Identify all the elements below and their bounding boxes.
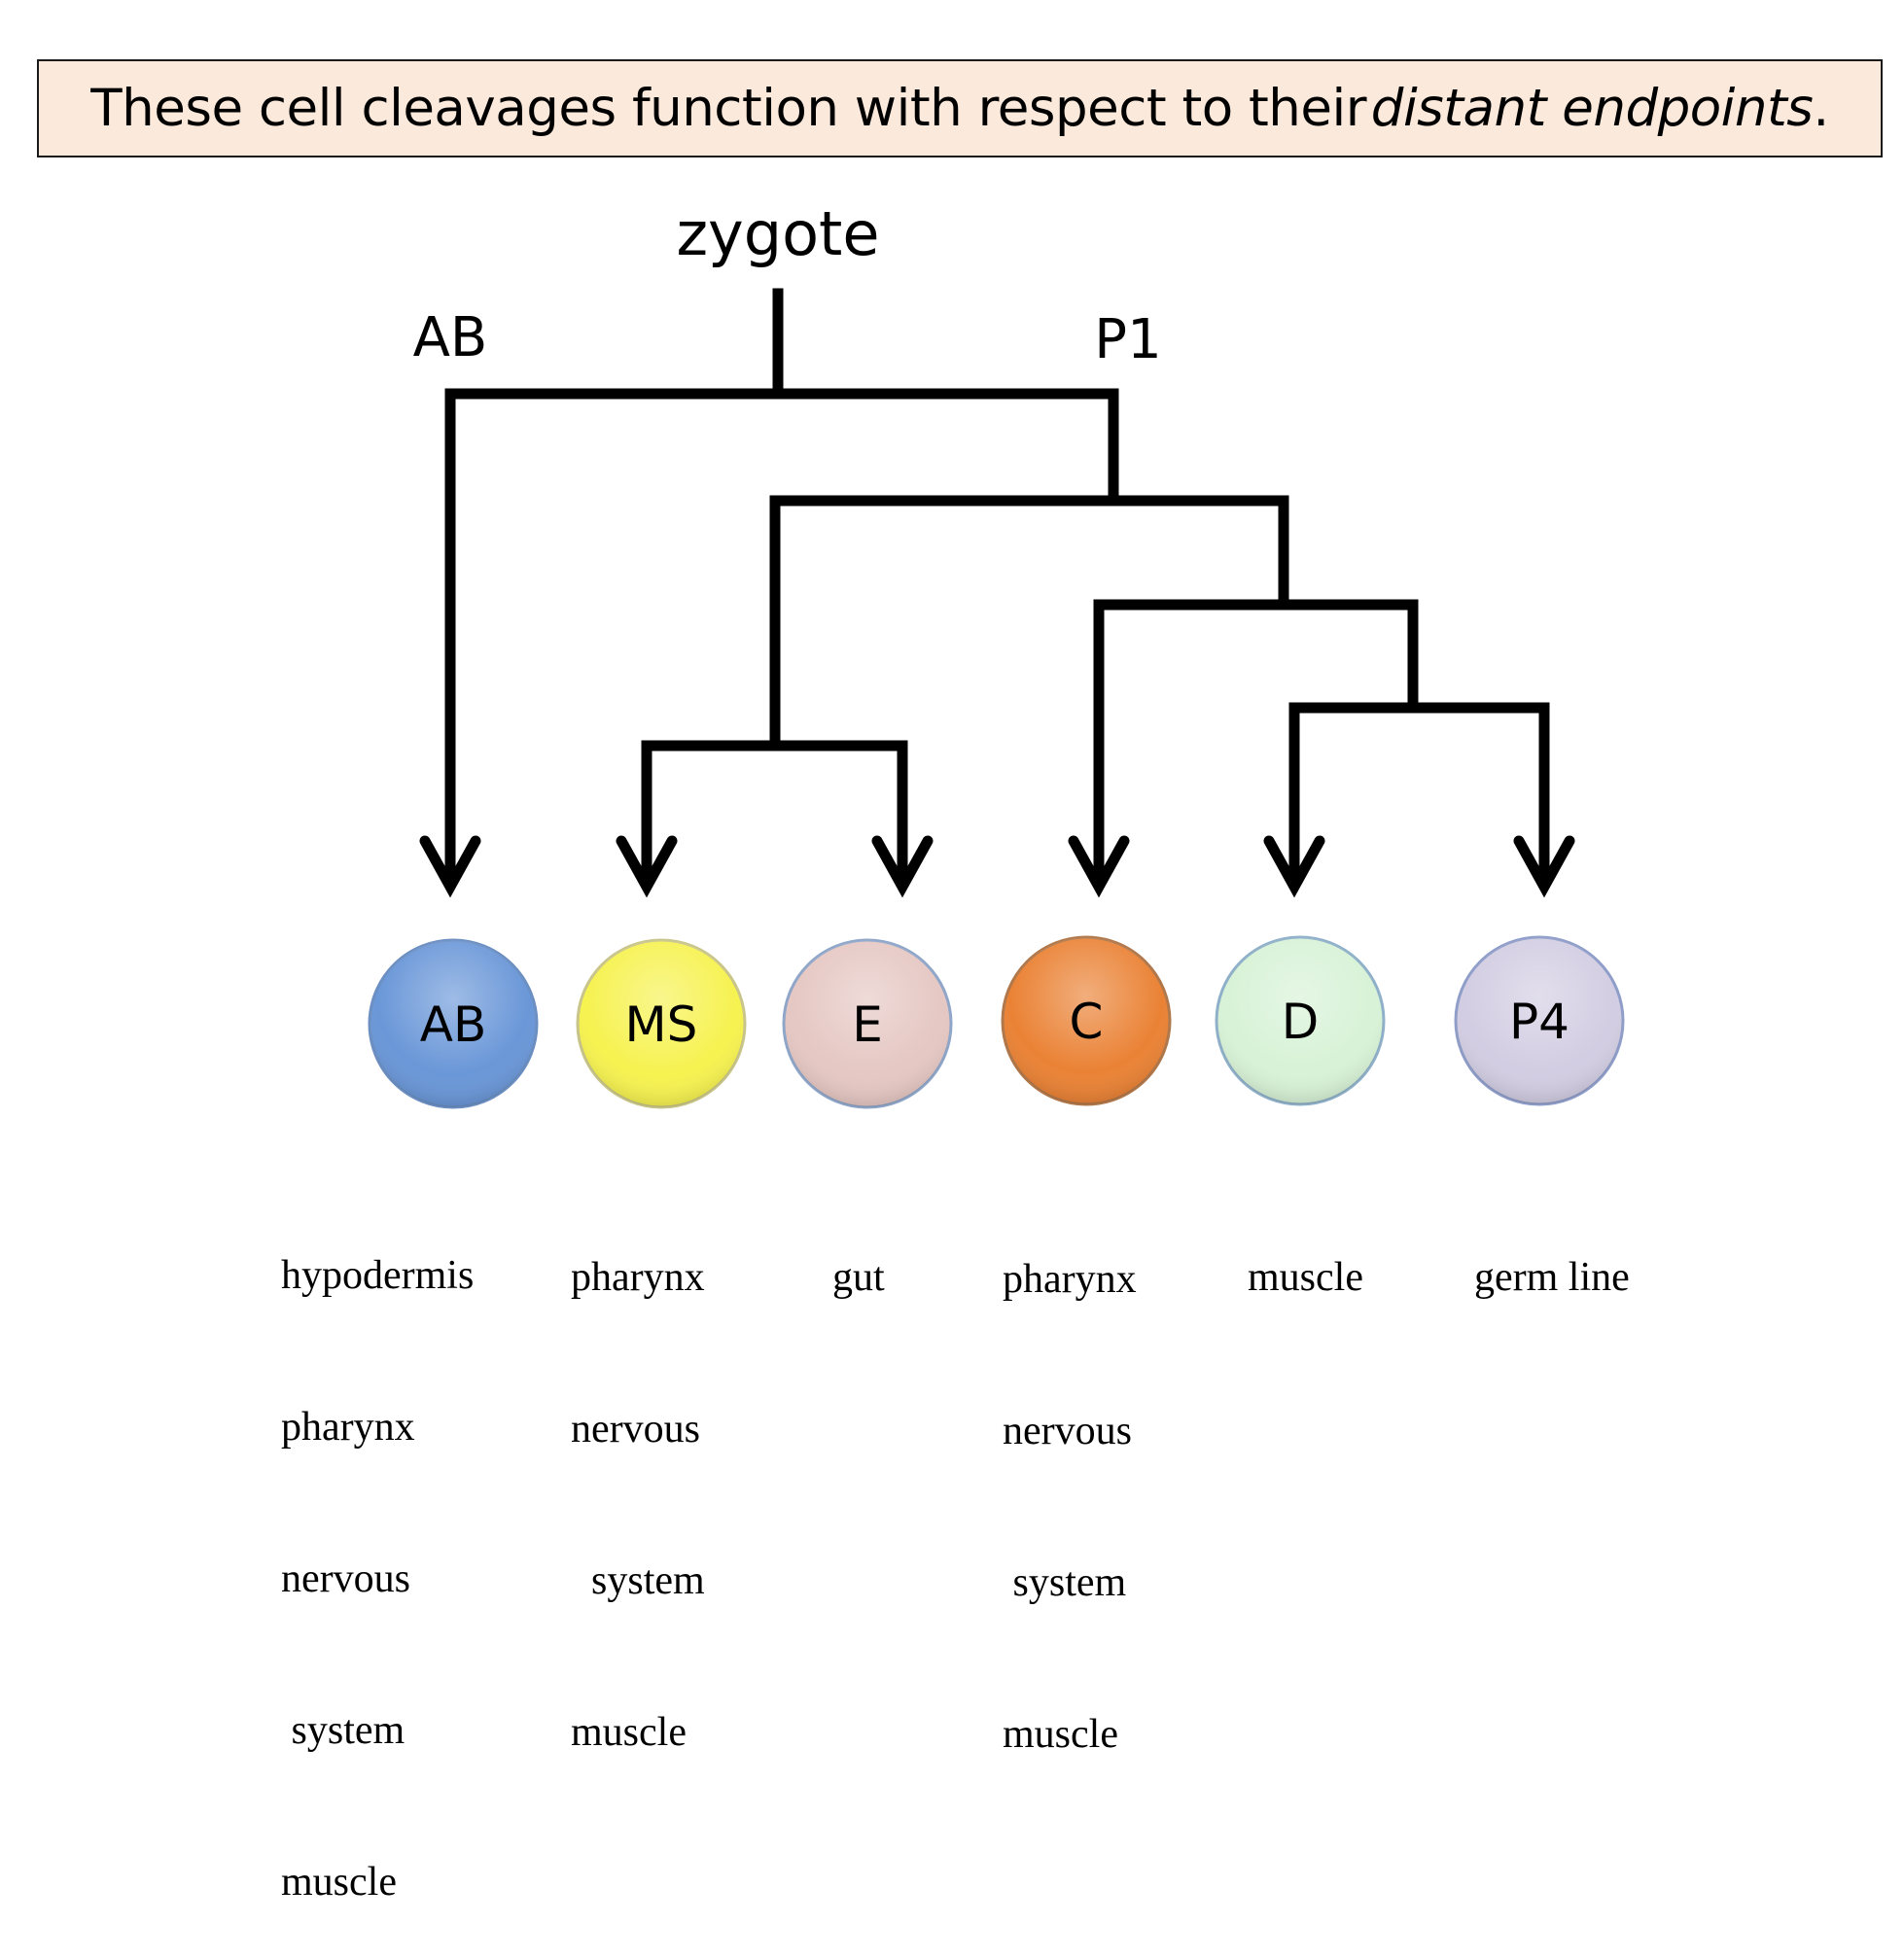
fate-item: system [1003, 1560, 1127, 1605]
cell-ms-label: MS [625, 996, 698, 1053]
banner-emphasis: distant endpoints [1370, 79, 1814, 138]
fate-item: gut [832, 1255, 885, 1300]
banner-period: . [1813, 79, 1829, 138]
fate-list-e: gut [832, 1151, 885, 1353]
p1-branch-label: P1 [1094, 308, 1161, 371]
arrowheads [419, 835, 1575, 898]
cell-d-label: D [1282, 994, 1320, 1050]
cell-e: E [782, 938, 953, 1109]
cell-e-shading [784, 940, 951, 1107]
cell-c-label: C [1070, 994, 1104, 1050]
ab-branch-label: AB [413, 306, 488, 369]
fate-item: hypodermis [281, 1253, 475, 1298]
d-arrow-icon [1263, 835, 1325, 898]
fate-item: pharynx [571, 1255, 705, 1300]
tree-lines [444, 288, 1550, 886]
fate-item: muscle [1003, 1712, 1118, 1757]
ms-arrow-icon [616, 835, 678, 898]
c-arrow-icon [1068, 835, 1130, 898]
title-banner: These cell cleavages function with respe… [37, 59, 1883, 157]
cell-d-shading [1216, 937, 1384, 1104]
cell-c: C [1001, 935, 1172, 1106]
fate-item: system [571, 1558, 705, 1603]
cell-p4-label: P4 [1509, 994, 1569, 1050]
fate-list-ab: hypodermis pharynx nervous system muscle [281, 1149, 474, 1958]
p4-arrow-icon [1513, 835, 1575, 898]
fate-item: muscle [1248, 1255, 1363, 1300]
lineage-tree: zygote AB P1 AB MS [368, 198, 1625, 1109]
fate-list-d: muscle [1248, 1151, 1363, 1353]
cell-ms: MS [576, 938, 747, 1109]
fate-item: muscle [571, 1710, 687, 1755]
banner-text: These cell cleavages function with respe… [90, 79, 1367, 138]
cell-ab-label: AB [420, 996, 487, 1053]
cell-p4: P4 [1454, 935, 1625, 1106]
fate-item: nervous [571, 1407, 700, 1451]
fate-item: germ line [1474, 1255, 1630, 1300]
cell-ab: AB [368, 938, 539, 1109]
fate-item: pharynx [1003, 1257, 1137, 1302]
fate-item: muscle [281, 1860, 397, 1905]
cell-d: D [1215, 935, 1386, 1106]
fate-list-c: pharynx nervous system muscle [1003, 1153, 1137, 1810]
ab-arrow-icon [419, 835, 481, 898]
fate-item: nervous [1003, 1409, 1132, 1453]
cell-p4-shading [1456, 937, 1623, 1104]
cell-ms-shading [578, 940, 745, 1107]
cell-c-shading [1003, 937, 1170, 1104]
fate-item: pharynx [281, 1405, 415, 1450]
cell-e-label: E [852, 996, 883, 1053]
zygote-label: zygote [677, 198, 880, 269]
fate-item: nervous [281, 1556, 410, 1601]
cell-ab-shading [370, 940, 537, 1107]
fate-list-ms: pharynx nervous system muscle [571, 1151, 705, 1808]
e-arrow-icon [871, 835, 934, 898]
fate-item: system [281, 1708, 405, 1753]
fate-list-p4: germ line [1474, 1151, 1630, 1353]
